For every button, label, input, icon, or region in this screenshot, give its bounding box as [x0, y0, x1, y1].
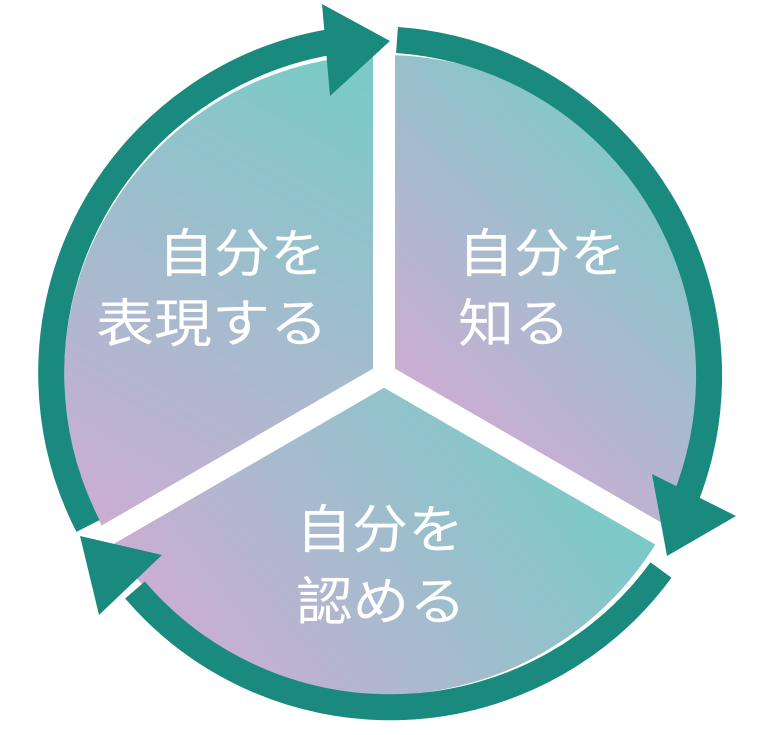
label-know: 自分を 知る — [458, 225, 626, 355]
ring-arc-bottom — [125, 562, 672, 721]
separator-left — [89, 365, 390, 552]
arrowhead-right — [652, 474, 736, 556]
label-express-line-2: 表現する — [96, 295, 328, 355]
label-accept-line-1: 自分を — [296, 501, 464, 561]
label-accept-line-2: 認める — [296, 573, 466, 633]
label-know-line-2: 知る — [458, 295, 570, 355]
separator-right — [378, 365, 679, 552]
arrowhead-top — [322, 4, 390, 96]
cycle-arrowheads — [80, 4, 736, 615]
label-accept: 自分を 認める — [296, 501, 466, 633]
ring-arc-left — [38, 29, 333, 532]
ring-arc-right — [396, 27, 722, 505]
arrowhead-left — [80, 536, 162, 615]
label-express: 自分を 表現する — [96, 225, 328, 355]
cycle-ring — [38, 27, 722, 721]
label-express-line-1: 自分を — [158, 225, 326, 285]
segment-accept — [106, 375, 662, 695]
label-know-line-1: 自分を — [458, 225, 626, 285]
segment-separators — [89, 40, 679, 552]
